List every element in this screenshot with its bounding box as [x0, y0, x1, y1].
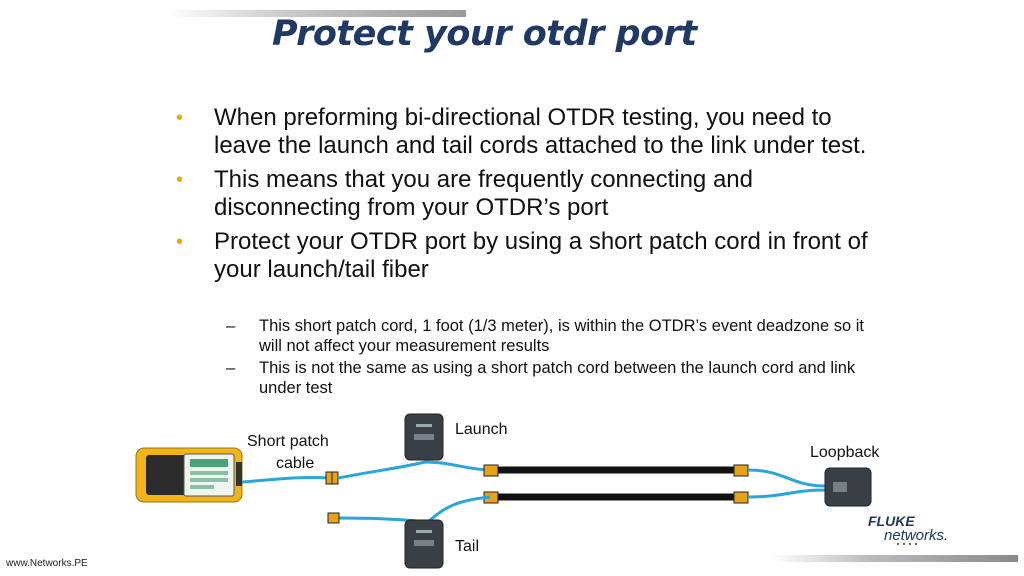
- top-decorative-bar: [168, 10, 466, 17]
- lower-cord: [483, 491, 749, 504]
- tail-connector: [327, 512, 340, 524]
- cable-label: cable: [276, 455, 315, 472]
- tail-box-device: [404, 519, 444, 569]
- loopback-box-device: [824, 467, 872, 507]
- bullet-text: This means that you are frequently conne…: [214, 166, 753, 221]
- sub-bullet-item: – This short patch cord, 1 foot (1/3 met…: [226, 316, 876, 356]
- fluke-networks-logo: FLUKE networks.: [868, 514, 948, 545]
- svg-text:networks.: networks.: [884, 527, 948, 544]
- bullet-item: • This means that you are frequently con…: [176, 166, 876, 222]
- sub-bullet-item: – This is not the same as using a short …: [226, 358, 876, 398]
- sub-bullet-text: This is not the same as using a short pa…: [259, 359, 856, 397]
- sub-bullet-marker: –: [226, 359, 236, 377]
- bullet-text: When preforming bi-directional OTDR test…: [214, 104, 867, 159]
- short-patch-fiber: [241, 475, 331, 484]
- loopback-fiber-top: [747, 468, 827, 488]
- launch-label: Launch: [455, 421, 508, 438]
- sub-bullet-text: This short patch cord, 1 foot (1/3 meter…: [259, 317, 864, 355]
- bullet-item: • Protect your OTDR port by using a shor…: [176, 228, 876, 284]
- bullet-text: Protect your OTDR port by using a short …: [214, 228, 868, 283]
- otdr-tester-device: [135, 447, 243, 503]
- sub-bullet-list: – This short patch cord, 1 foot (1/3 met…: [226, 316, 876, 400]
- tail-fiber: [337, 495, 491, 524]
- short-patch-connector: [325, 471, 339, 485]
- short-patch-label: Short patch: [247, 433, 329, 450]
- loopback-label: Loopback: [810, 444, 880, 461]
- launch-box-device: [404, 413, 444, 461]
- bottom-decorative-bar: [772, 555, 1018, 562]
- bullet-marker: •: [176, 169, 184, 191]
- bullet-marker: •: [176, 231, 184, 253]
- bullet-list: • When preforming bi-directional OTDR te…: [176, 104, 876, 290]
- svg-text:FLUKE: FLUKE: [868, 514, 915, 529]
- sub-bullet-marker: –: [226, 317, 236, 335]
- launch-fiber: [337, 460, 491, 480]
- loopback-fiber-bottom: [747, 488, 827, 499]
- bullet-marker: •: [176, 107, 184, 129]
- tail-label: Tail: [455, 538, 480, 555]
- bullet-item: • When preforming bi-directional OTDR te…: [176, 104, 876, 160]
- slide-title: Protect your otdr port: [272, 14, 697, 54]
- footer-url: www.Networks.PE: [6, 558, 88, 569]
- upper-cord: [483, 464, 749, 477]
